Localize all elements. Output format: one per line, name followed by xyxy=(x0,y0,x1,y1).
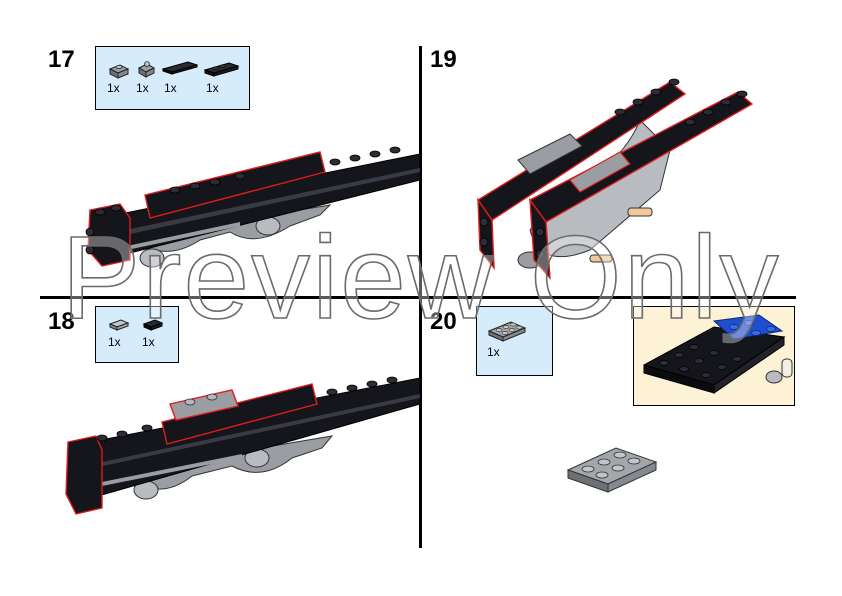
part-plate-gray-icon xyxy=(108,317,138,331)
step-17-number: 17 xyxy=(48,46,75,73)
step-20-parts-box: 1x xyxy=(476,306,553,376)
part-qty: 1x xyxy=(206,81,219,95)
part-plate-2x3-gray-icon xyxy=(487,319,527,343)
part-plate-icon xyxy=(204,61,240,77)
step-18-assembly xyxy=(65,376,420,515)
step-19-assembly xyxy=(477,78,754,281)
part-plate-black-icon xyxy=(142,317,172,331)
step-20-plate xyxy=(566,447,658,493)
part-clip-icon xyxy=(136,59,166,79)
part-qty: 1x xyxy=(164,81,177,95)
part-tile-icon xyxy=(162,61,198,75)
part-qty: 1x xyxy=(108,335,121,349)
step-20-number: 20 xyxy=(430,308,457,335)
step-17-assembly xyxy=(85,146,420,268)
step-18-parts-box: 1x 1x xyxy=(95,306,179,363)
part-qty: 1x xyxy=(142,335,155,349)
part-qty: 1x xyxy=(107,81,120,95)
part-qty: 1x xyxy=(487,345,500,359)
part-qty: 1x xyxy=(136,81,149,95)
part-bracket-icon xyxy=(108,61,138,79)
step-18-number: 18 xyxy=(48,308,75,335)
callout-assembly-illustration xyxy=(642,314,793,394)
horizontal-divider xyxy=(40,296,796,299)
step-17-parts-box: 1x 1x 1x 1x xyxy=(95,46,250,110)
step-19-number: 19 xyxy=(430,46,457,73)
step-20-callout xyxy=(633,306,795,406)
